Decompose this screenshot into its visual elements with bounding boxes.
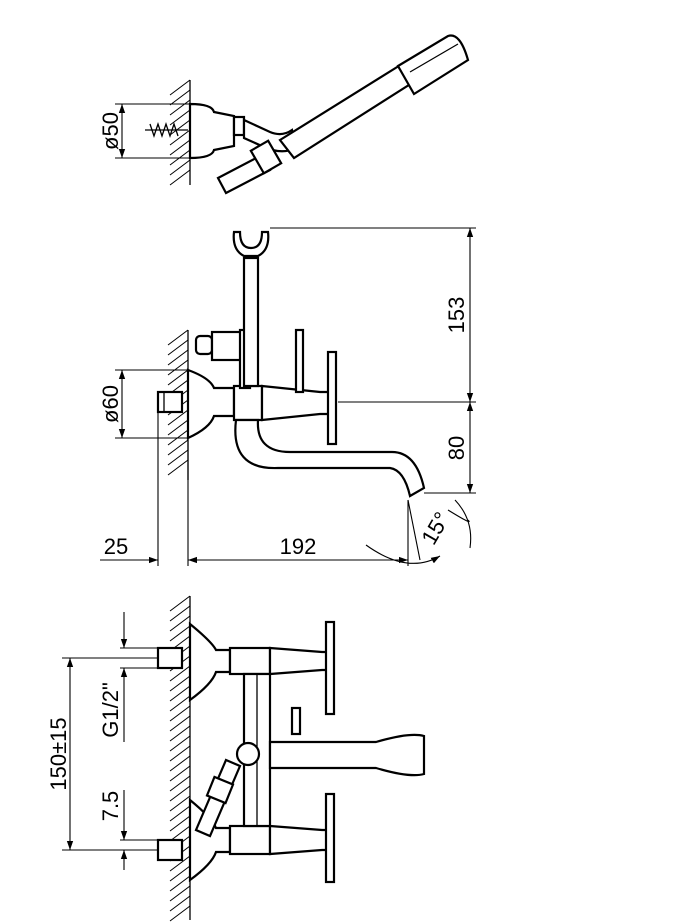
dim-height-upper: 153 <box>270 227 476 403</box>
dim-height-lower: 80 <box>424 402 476 494</box>
wall-flange-top <box>188 102 236 160</box>
dim-label-thread: G1/2" <box>98 682 123 738</box>
spout-side <box>234 418 426 498</box>
dim-spout-angle: 15° <box>365 499 472 564</box>
side-view-mixer: ø60 153 80 25 192 15° <box>98 227 476 566</box>
dim-label-eccentric: 7.5 <box>98 791 123 822</box>
shower-handle <box>278 62 414 160</box>
front-view-mixer: 150±15 G1/2" 7.5 <box>46 595 426 922</box>
dim-label-height-lower: 80 <box>444 436 469 460</box>
inlet-fitting-upper <box>156 646 184 670</box>
cross-handle-upper <box>324 620 336 716</box>
handle-side <box>294 328 338 446</box>
valve-body-upper <box>228 646 272 676</box>
outlet-ring <box>232 115 246 137</box>
dim-label-diameter-rosette: ø60 <box>98 385 123 423</box>
dim-label-projection: 192 <box>280 534 317 559</box>
wall-section-front <box>169 595 191 922</box>
dim-label-centers: 150±15 <box>46 717 71 790</box>
body-connector <box>232 384 264 422</box>
dim-label-diameter-shower: ø50 <box>98 112 123 150</box>
top-view-hand-shower: ø50 <box>98 34 470 195</box>
wall-section-top <box>169 79 191 186</box>
inlet-fitting-lower <box>156 838 184 862</box>
dim-label-height-upper: 153 <box>444 297 469 334</box>
diverter-lever <box>290 706 302 736</box>
cap-upper <box>268 646 332 676</box>
shower-riser-side <box>242 256 260 388</box>
screw-anchor <box>145 121 188 139</box>
shower-head <box>396 34 470 96</box>
dim-thread: G1/2" <box>98 612 158 742</box>
inlet-fitting-side <box>156 390 184 414</box>
dim-eccentric: 7.5 <box>98 790 158 870</box>
dim-diameter-shower: ø50 <box>98 103 190 159</box>
dim-diameter-rosette: ø60 <box>98 369 188 439</box>
diverter-sleeve <box>205 775 235 805</box>
shower-holder-fork <box>232 230 270 258</box>
dim-label-spout-angle: 15° <box>416 508 454 549</box>
dim-projection: 25 192 <box>100 412 409 566</box>
dim-centers: 150±15 <box>46 657 158 851</box>
rosette-side <box>186 368 236 440</box>
dim-label-wall-offset: 25 <box>104 534 128 559</box>
diverter-hub <box>235 741 261 767</box>
shower-holder <box>249 139 283 175</box>
rosette-upper <box>188 621 232 703</box>
cap-lower <box>268 824 332 856</box>
cross-handle-lower <box>324 792 336 884</box>
valve-body-lower <box>228 824 272 856</box>
spout-front <box>268 733 426 777</box>
